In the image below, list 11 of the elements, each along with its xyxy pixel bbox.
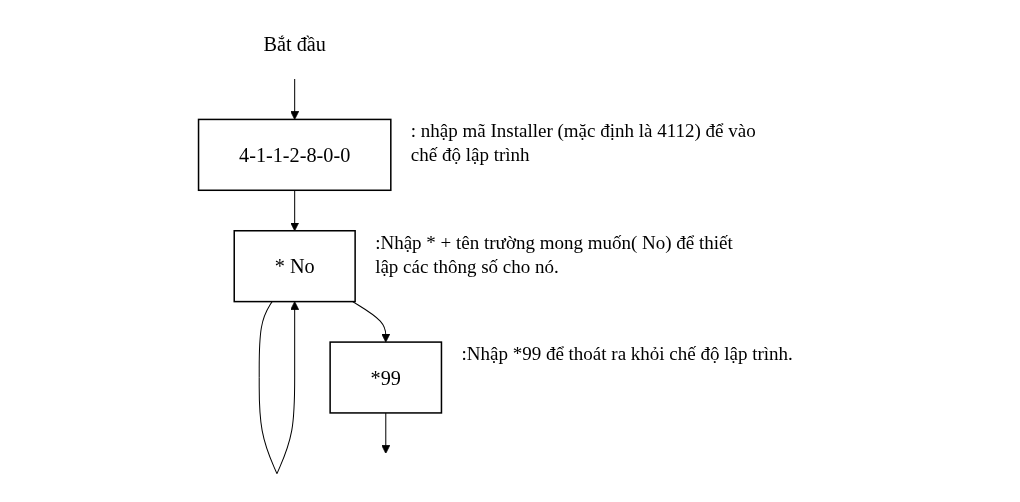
arrow <box>381 412 391 454</box>
node-text: Bắt đầu <box>263 32 326 55</box>
node-box <box>233 230 356 303</box>
arrow <box>290 189 300 232</box>
arrow <box>352 301 391 343</box>
node-box <box>329 341 443 414</box>
annotation-text: : nhập mã Installer (mặc định là 4112) để vào chế độ lập trình <box>410 119 757 167</box>
arrow <box>290 78 300 120</box>
node-box <box>197 118 392 192</box>
annotation-text: :Nhập *99 để thoát ra khỏi chế độ lập trình. <box>461 342 794 366</box>
annotation-text: :Nhập * + tên trường mong muốn( No) để thiết lập các thông số cho nó. <box>375 230 734 279</box>
